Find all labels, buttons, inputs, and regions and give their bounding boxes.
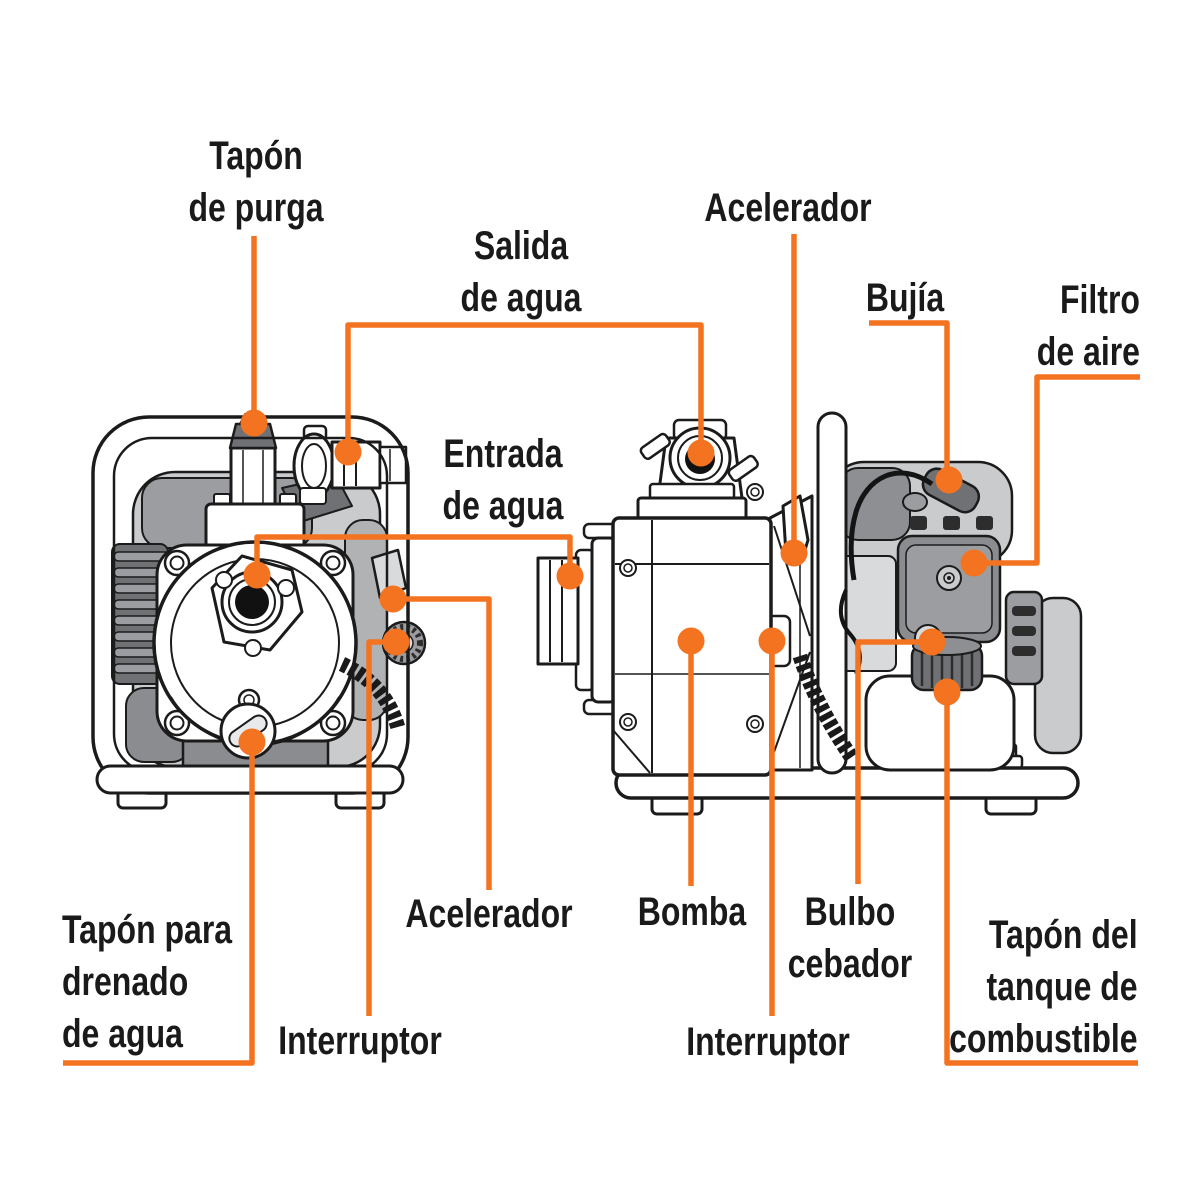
corrugated-hose-front xyxy=(338,657,406,731)
water-inlet-side xyxy=(536,522,624,716)
label-line: de agua xyxy=(62,1012,183,1056)
dot-interruptor-inf xyxy=(758,627,786,655)
leader-filtro-aire xyxy=(976,374,1140,566)
label-salida-de-agua: Salida de agua xyxy=(461,220,582,324)
label-line: Salida xyxy=(473,224,569,268)
water-inlet-front xyxy=(210,554,304,712)
dot-entrada-front xyxy=(243,561,271,589)
label-line: de aire xyxy=(1036,330,1140,374)
corrugated-hose-side xyxy=(792,653,859,763)
muffler-side xyxy=(1004,590,1044,686)
label-line: Interruptor xyxy=(686,1020,850,1064)
label-bomba: Bomba xyxy=(638,886,746,938)
side-view xyxy=(536,411,1083,816)
dot-salida-side xyxy=(687,439,715,467)
dot-tapon-tanque xyxy=(933,678,961,706)
label-acelerador-top: Acelerador xyxy=(704,182,871,234)
label-bulbo-cebador: Bulbo cebador xyxy=(788,886,912,990)
dot-filtro-aire xyxy=(960,549,988,577)
leader-tapon-tanque xyxy=(944,692,1138,1066)
label-line: Bulbo xyxy=(804,890,896,934)
dot-bulbo-cebador xyxy=(918,628,946,656)
dot-bujia xyxy=(935,466,963,494)
dot-interruptor-izq xyxy=(382,628,410,656)
leader-entrada-agua xyxy=(254,534,573,576)
leader-acelerador-inf xyxy=(393,596,492,890)
label-line: Bujía xyxy=(865,276,945,320)
label-tapon-de-purga: Tapón de purga xyxy=(188,130,323,234)
label-filtro-de-aire: Filtro de aire xyxy=(1037,274,1140,378)
dot-entrada-side xyxy=(556,562,584,590)
dot-tapon-purga xyxy=(240,409,268,437)
label-entrada-de-agua: Entrada de agua xyxy=(443,428,564,532)
label-bujia: Bujía xyxy=(866,272,944,324)
label-line: Acelerador xyxy=(405,892,573,936)
label-tapon-para-drenado: Tapón para drenado de agua xyxy=(62,904,232,1060)
leader-tapon-drenado xyxy=(63,742,255,1066)
air-filter xyxy=(896,516,1002,644)
label-line: drenado xyxy=(62,960,189,1004)
label-line: cebador xyxy=(787,942,913,986)
label-line: combustible xyxy=(949,1017,1138,1061)
label-line: Tapón del xyxy=(989,913,1138,957)
leader-bujia xyxy=(869,320,950,480)
label-line: Interruptor xyxy=(278,1019,442,1063)
label-line: Tapón xyxy=(209,134,303,178)
callout-dots xyxy=(238,409,988,756)
label-tapon-del-tanque: Tapón del tanque de combustible xyxy=(950,909,1138,1065)
dot-bomba xyxy=(677,627,705,655)
label-line: de agua xyxy=(442,484,564,528)
label-line: tanque de xyxy=(986,965,1138,1009)
throttle-front xyxy=(370,548,408,600)
water-outlet-front xyxy=(292,424,408,505)
label-line: Acelerador xyxy=(704,186,872,230)
label-interruptor-inferior: Interruptor xyxy=(686,1016,850,1068)
label-interruptor-izquierda: Interruptor xyxy=(278,1015,442,1067)
dot-acelerador-inf xyxy=(379,585,407,613)
dot-salida-front xyxy=(334,438,362,466)
label-line: de agua xyxy=(460,276,582,320)
label-line: Bomba xyxy=(637,890,747,934)
label-line: Tapón para xyxy=(62,908,233,952)
label-acelerador-inferior: Acelerador xyxy=(405,888,572,940)
dot-acelerador-top xyxy=(780,539,808,567)
label-line: de purga xyxy=(188,186,324,230)
label-line: Filtro xyxy=(1060,278,1140,322)
leader-bulbo-cebador xyxy=(855,639,932,884)
label-line: Entrada xyxy=(443,432,563,476)
leader-salida-agua xyxy=(345,322,704,453)
spark-plug-wire xyxy=(848,470,934,581)
dot-tapon-drenado xyxy=(238,728,266,756)
